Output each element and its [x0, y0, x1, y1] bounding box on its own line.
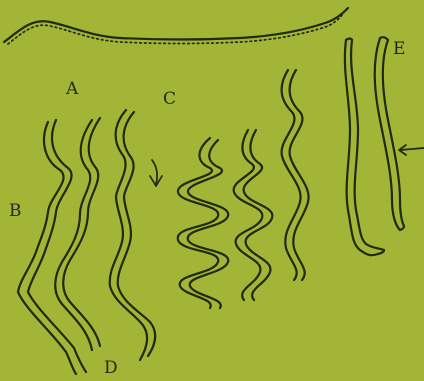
top-hatched-filament	[4, 8, 348, 44]
label-b: B	[9, 201, 22, 221]
filament-group-a-right	[110, 110, 155, 360]
filament-group-e	[345, 37, 404, 255]
label-a: A	[65, 79, 79, 99]
label-e: E	[393, 39, 405, 59]
filament-group-right	[282, 70, 309, 280]
arrow-e	[399, 145, 424, 155]
filament-group-ab	[18, 118, 100, 374]
label-d: D	[104, 358, 118, 378]
label-c: C	[163, 89, 176, 109]
coiled-filament-group	[178, 130, 273, 308]
arrow-c	[150, 160, 162, 186]
